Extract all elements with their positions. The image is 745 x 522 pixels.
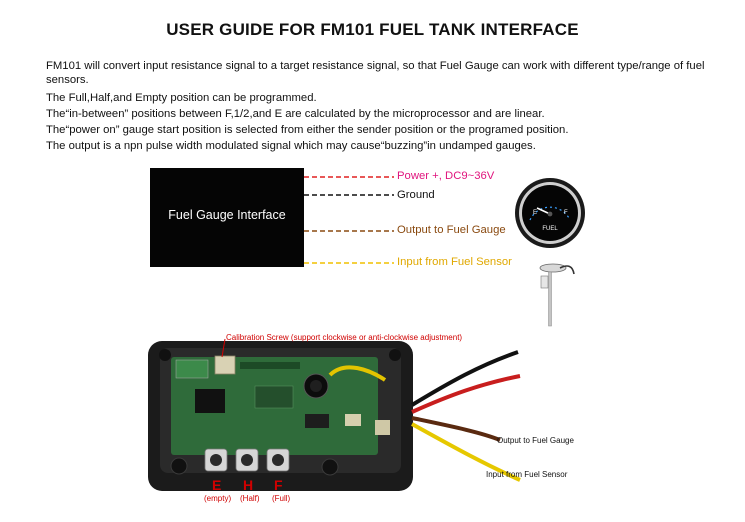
button-h-letter: H (243, 477, 254, 493)
power-wire-label: Power +, DC9~36V (397, 170, 495, 182)
interface-box-label: Fuel Gauge Interface (168, 208, 286, 222)
power-on-position-text: The“power on” gauge start position is se… (46, 124, 569, 136)
button-e (204, 448, 228, 472)
output-signal-text: The output is a npn pulse width modulate… (46, 140, 536, 152)
photo-wire-black (410, 350, 519, 407)
button-h (235, 448, 259, 472)
photo-wire-yellow-inner (328, 365, 387, 382)
calibration-screw-label: Calibration Screw (support clockwise or … (226, 333, 463, 342)
ground-wire-label: Ground (397, 189, 435, 201)
button-e-sub: (empty) (204, 494, 232, 503)
programmable-positions-text: The Full,Half,and Empty position can be … (46, 92, 317, 104)
button-f (266, 448, 290, 472)
button-f-sub: (Full) (272, 494, 291, 503)
fuel-gauge-icon: E F FUEL (515, 178, 585, 248)
photo-wire-red (411, 374, 521, 414)
page-title: USER GUIDE FOR FM101 FUEL TANK INTERFACE (166, 20, 579, 39)
gauge-label: FUEL (542, 226, 558, 232)
gauge-f-mark: F (564, 210, 568, 216)
gauge-e-mark: E (533, 210, 537, 216)
button-e-letter: E (212, 477, 222, 493)
button-h-sub: (Half) (240, 494, 260, 503)
button-f-letter: F (274, 477, 283, 493)
interface-module-photo (148, 338, 521, 491)
fuel-sensor-icon (539, 263, 575, 327)
input-wire-label: Input from Fuel Sensor (397, 256, 512, 268)
photo-output-label: Output to Fuel Gauge (497, 436, 574, 445)
photo-wire-brown (411, 416, 501, 442)
in-between-positions-text: The“in-between” positions between F,1/2,… (46, 108, 545, 120)
calibration-pointer (221, 338, 226, 358)
photo-wire-yellow (411, 422, 521, 482)
output-wire-label: Output to Fuel Gauge (397, 224, 506, 236)
photo-input-label: Input from Fuel Sensor (486, 470, 568, 479)
fuel-gauge-interface-box: Fuel Gauge Interface (150, 168, 304, 267)
intro-paragraph: FM101 will convert input resistance sign… (46, 60, 705, 86)
